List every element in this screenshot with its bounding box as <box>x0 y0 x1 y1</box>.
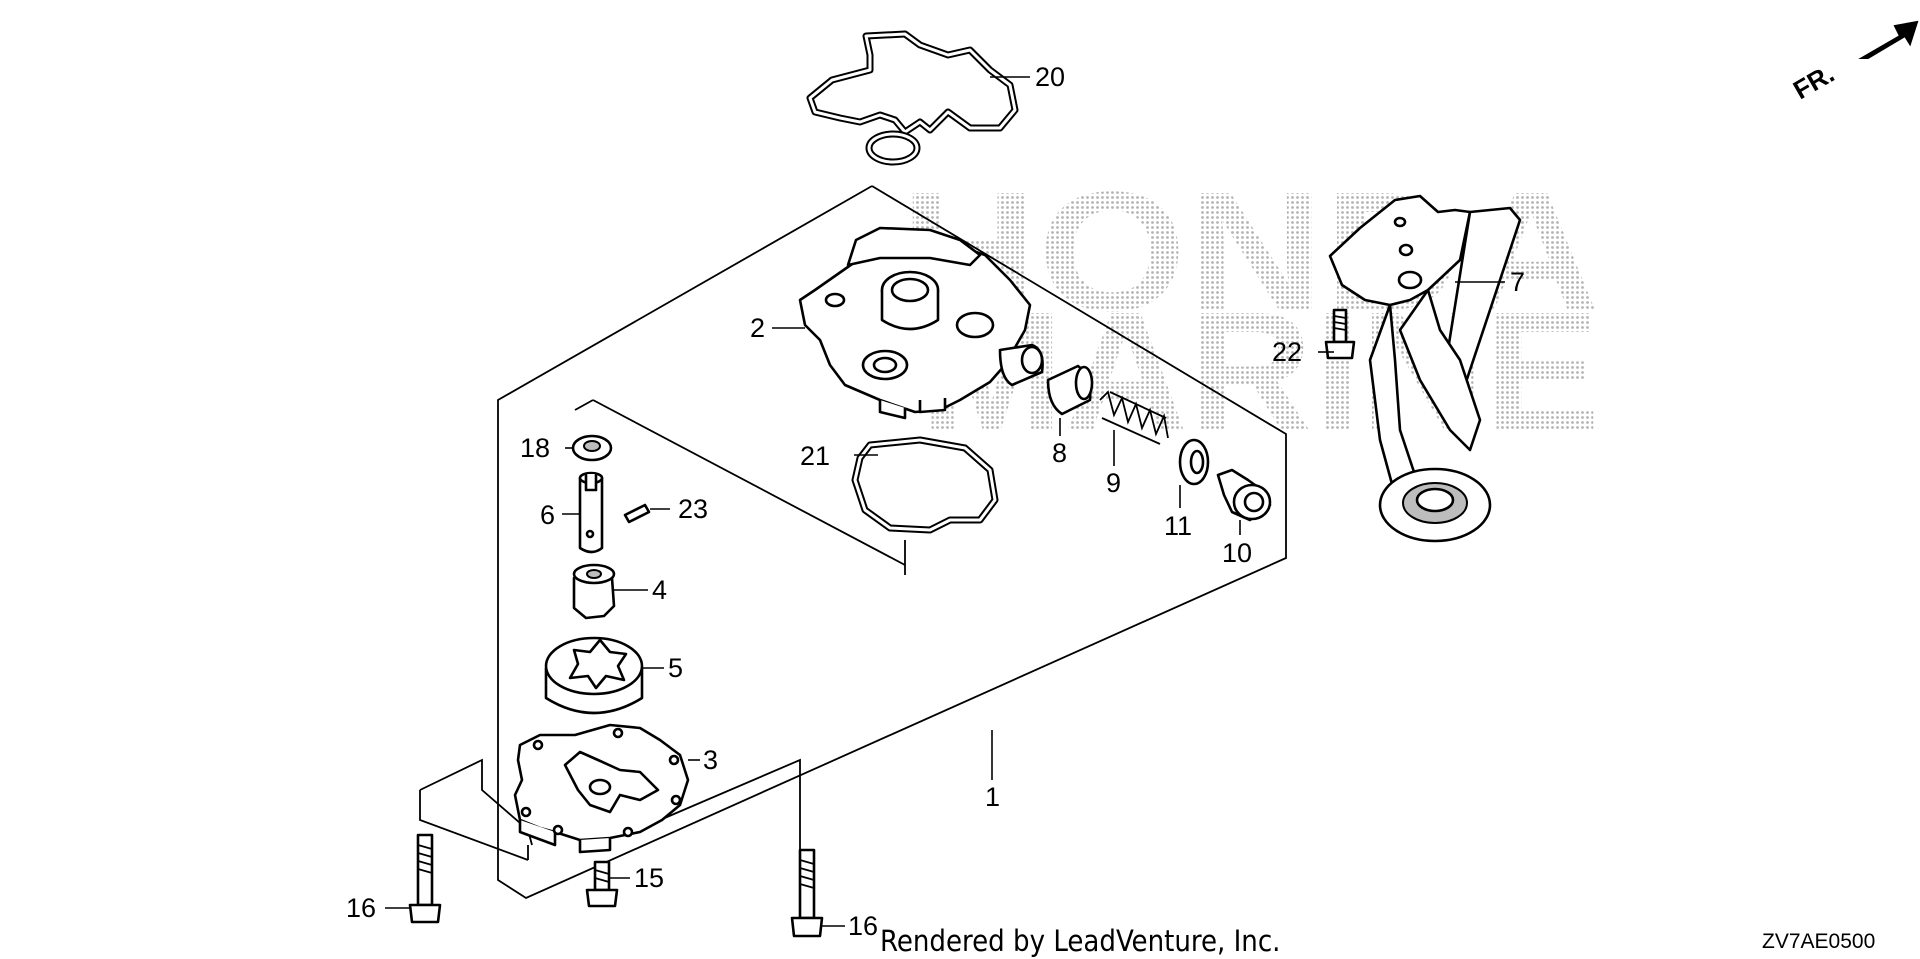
part-pin-23[interactable] <box>623 503 651 524</box>
callout-16-left: 16 <box>346 893 376 923</box>
callout-21: 21 <box>800 441 830 471</box>
callout-1: 1 <box>985 782 1000 812</box>
figure-code: ZV7AE0500 <box>1762 930 1875 953</box>
part-pump-body-2[interactable] <box>798 226 1044 420</box>
part-bolt-15[interactable] <box>585 860 619 908</box>
callouts: 20 2 7 22 21 8 9 11 10 18 6 23 4 5 3 1 1… <box>346 62 1525 941</box>
callout-15: 15 <box>634 863 664 893</box>
assembly-outline <box>419 185 1287 900</box>
part-pump-cover-3[interactable] <box>513 723 690 854</box>
callout-11: 11 <box>1164 511 1192 541</box>
callout-9: 9 <box>1106 468 1121 498</box>
part-bolt-16-left[interactable] <box>408 833 442 924</box>
callout-4: 4 <box>652 575 667 605</box>
part-outer-rotor-5[interactable] <box>544 636 644 715</box>
callout-3: 3 <box>703 745 718 775</box>
part-washer-11[interactable] <box>1178 438 1210 486</box>
callout-20: 20 <box>1035 62 1065 92</box>
callout-5: 5 <box>668 653 683 683</box>
callout-22: 22 <box>1272 337 1302 367</box>
direction-label: FR. <box>1788 58 1839 105</box>
part-gasket-21[interactable] <box>851 436 999 534</box>
part-sleeve-8[interactable] <box>1046 364 1094 416</box>
part-gasket-20[interactable] <box>806 30 1019 166</box>
callout-16-right: 16 <box>848 911 878 941</box>
callout-8: 8 <box>1052 438 1067 468</box>
part-plug-bolt-10[interactable] <box>1216 468 1272 522</box>
leader-lines <box>385 76 1505 927</box>
callout-7: 7 <box>1510 267 1525 297</box>
part-inner-rotor-4[interactable] <box>572 563 616 620</box>
callout-18: 18 <box>520 433 550 463</box>
credit-text: Rendered by LeadVenture, Inc. <box>880 924 1280 958</box>
part-shaft-6[interactable] <box>578 471 604 554</box>
callout-6: 6 <box>540 500 555 530</box>
callout-23: 23 <box>678 494 708 524</box>
part-spring-9[interactable] <box>1099 390 1169 445</box>
callout-10: 10 <box>1222 538 1252 568</box>
part-seal-18[interactable] <box>571 434 613 462</box>
front-arrow-icon <box>1858 20 1919 59</box>
part-bolt-16-right[interactable] <box>790 848 824 938</box>
part-strainer-7[interactable] <box>1328 194 1522 543</box>
front-direction-indicator: FR. <box>1788 20 1919 105</box>
callout-2: 2 <box>750 313 765 343</box>
